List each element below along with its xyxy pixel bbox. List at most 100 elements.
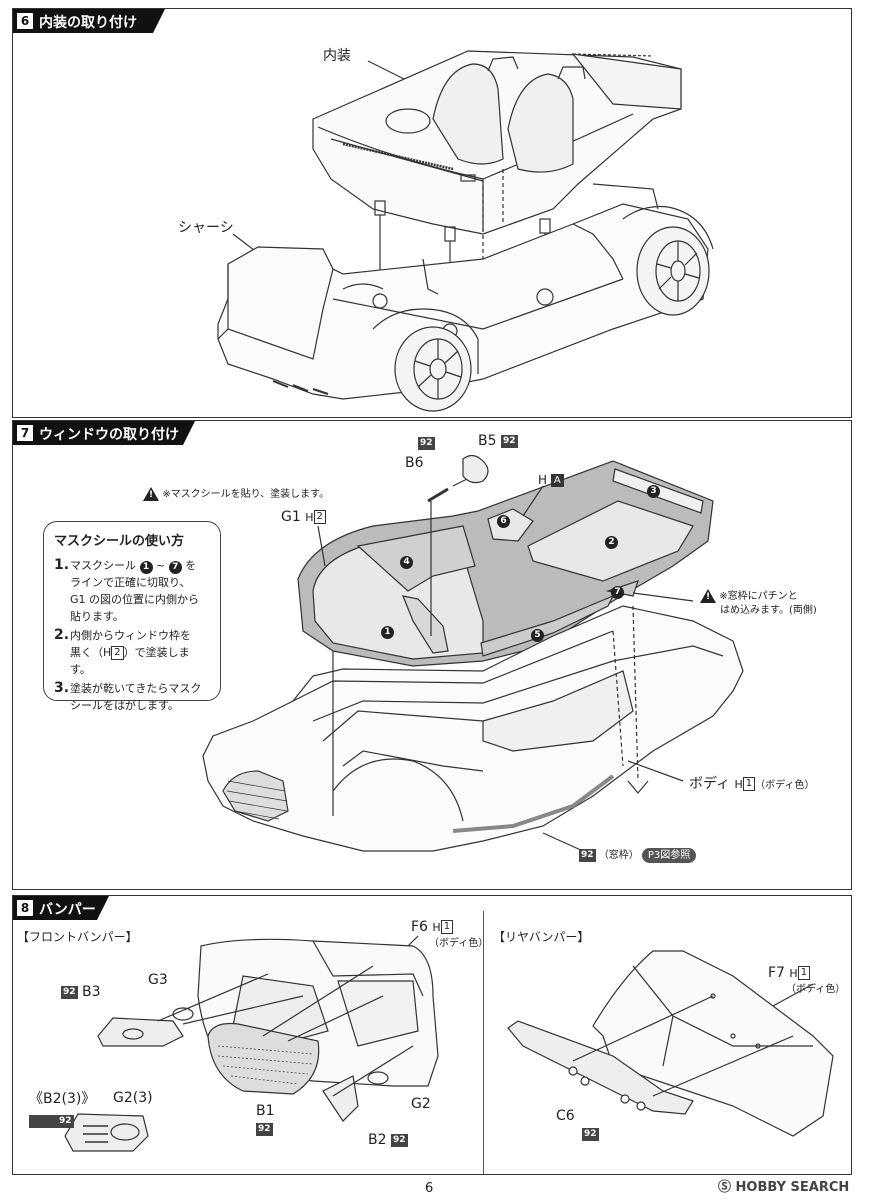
mask-step-1-num: 1. <box>54 557 70 573</box>
label-body-color: （ボディ色） <box>755 780 815 791</box>
step7-illustration <box>202 454 744 852</box>
paint-code-92: 92 <box>500 434 518 448</box>
window-number-7: 7 <box>611 586 624 599</box>
step6-section: 6 内装の取り付け 内装 シャーシ <box>12 8 852 418</box>
step8-title: バンパー <box>39 902 96 918</box>
label-g1-text: G1 <box>281 509 301 525</box>
label-b2x3-text: 《B2(3)》 <box>29 1091 96 1107</box>
label-f6-text: F6 <box>411 919 428 935</box>
mask-step-3-b: シールをはがします。 <box>70 699 179 712</box>
warning-icon <box>143 487 159 501</box>
window-number-2: 2 <box>605 536 618 549</box>
label-b3-text: B3 <box>81 984 101 1000</box>
label-c6: C6 92 <box>556 1107 599 1143</box>
mask-step-1-e: 貼ります。 <box>70 610 124 623</box>
mask-step-2-b2: ）で塗装します。 <box>70 646 190 676</box>
mask-step-2-h: H <box>103 646 112 659</box>
label-g3: G3 <box>148 972 168 988</box>
mask-seal-title: マスクシールの使い方 <box>54 534 185 549</box>
mask-step-3: 3. 塗装が乾いてきたらマスク シールをはがします。 <box>54 680 210 714</box>
mask-seal-howto: マスクシールの使い方 1. マスクシール 1 ~ 7 を ラインで正確に切取り、… <box>43 521 221 712</box>
mask-step-2-b1: 黒く（ <box>70 646 103 659</box>
mask-step-2-hbox: 2 <box>111 646 124 660</box>
label-chassis: シャーシ <box>178 220 234 236</box>
paint-92-b6: 92 <box>418 435 435 451</box>
label-b6: B6 <box>405 455 424 471</box>
bumper-divider <box>483 911 484 1174</box>
mask-step-1-c: ラインで正確に切取り、 <box>70 576 191 589</box>
step6-header: 6 内装の取り付け <box>13 9 213 33</box>
label-h-a: H A <box>538 473 564 487</box>
step7-number: 7 <box>17 425 33 441</box>
paint-code-92: 92 <box>256 1122 273 1136</box>
watermark-text: HOBBY SEARCH <box>735 1180 850 1195</box>
watermark: Ⓢ HOBBY SEARCH <box>718 1176 849 1195</box>
step8-illustration <box>64 935 834 1152</box>
step6-number: 6 <box>17 13 33 29</box>
label-b3: 92 B3 <box>61 984 101 1000</box>
mask-step-1: 1. マスクシール 1 ~ 7 を ラインで正確に切取り、 G1 の図の位置に内… <box>54 557 210 625</box>
step8-header: 8 バンパー <box>13 896 213 920</box>
paint-code-92: 92 <box>390 1133 408 1147</box>
label-h-a-h: H <box>538 473 548 487</box>
window-number-1: 1 <box>381 626 394 639</box>
label-g2x3: G2(3) <box>113 1090 153 1106</box>
label-h-a-box: A <box>550 474 564 487</box>
label-body-text: ボディ <box>689 776 731 792</box>
page-number: 6 <box>425 1181 434 1196</box>
label-body-h: H <box>734 778 743 791</box>
step7-header: 7 ウィンドウの取り付け <box>13 421 213 445</box>
label-interior: 内装 <box>323 48 351 64</box>
paint-code-92: 92 <box>61 985 78 999</box>
label-body-hbox: 1 <box>742 777 756 791</box>
mask-step-2-num: 2. <box>54 627 70 643</box>
warning-icon <box>700 589 716 603</box>
paint-code-92: 92 <box>579 848 596 862</box>
label-f7-color: （ボディ色） <box>786 984 846 995</box>
paint-code-92: 92 <box>418 436 435 450</box>
mask-warning-text: ※マスクシールを貼り、塗装します。 <box>162 489 330 500</box>
snap-note-line1: ※窓枠にパチンと <box>719 591 798 602</box>
window-number-5: 5 <box>531 629 544 642</box>
label-g1-h: H <box>305 511 314 524</box>
label-f6-color: （ボディ色） <box>429 938 489 949</box>
label-f6-hbox: 1 <box>440 920 454 934</box>
label-g1-hbox: 2 <box>313 510 326 524</box>
step6-title: 内装の取り付け <box>39 15 137 31</box>
label-f6-h: H <box>432 921 441 934</box>
snap-note-line2: はめ込みます。(両側) <box>720 605 817 616</box>
label-f7-text: F7 <box>768 965 785 981</box>
front-bumper-heading: 【フロントバンパー】 <box>17 930 138 944</box>
mask-step-3-a: 塗装が乾いてきたらマスク <box>70 682 202 695</box>
label-b1-text: B1 <box>256 1103 275 1119</box>
step7-title: ウィンドウの取り付け <box>39 427 179 443</box>
mask-step-1-b: を <box>185 559 197 572</box>
label-c6-text: C6 <box>556 1108 575 1124</box>
label-f7-hbox: 1 <box>797 966 811 980</box>
label-b2-text: B2 <box>368 1132 387 1148</box>
frame-note-text: （窓枠） <box>598 850 639 861</box>
mask-step-1-from: 1 <box>139 561 153 574</box>
frame-note: 92 （窓枠） P3図参照 <box>579 846 697 863</box>
step7-section: 7 ウィンドウの取り付け <box>12 420 852 890</box>
window-number-6: 6 <box>497 515 510 528</box>
label-b5-text: B5 <box>478 433 497 449</box>
label-b2: B2 92 <box>368 1132 408 1148</box>
mask-step-1-to: 7 <box>168 561 182 574</box>
step8-section: 8 バンパー 【フロントバンパー】 【リヤバンパー】 <box>12 895 852 1175</box>
label-b5: B5 92 <box>478 433 518 449</box>
mask-step-1-tilde: ~ <box>156 559 166 572</box>
window-number-4: 4 <box>400 556 413 569</box>
step8-number: 8 <box>17 900 33 916</box>
paint-code-92: 92 <box>582 1127 599 1141</box>
window-number-3: 3 <box>647 485 660 498</box>
see-p3-badge: P3図参照 <box>641 847 697 863</box>
paint-code-92: 92 <box>29 1114 74 1128</box>
mask-step-3-num: 3. <box>54 680 70 696</box>
